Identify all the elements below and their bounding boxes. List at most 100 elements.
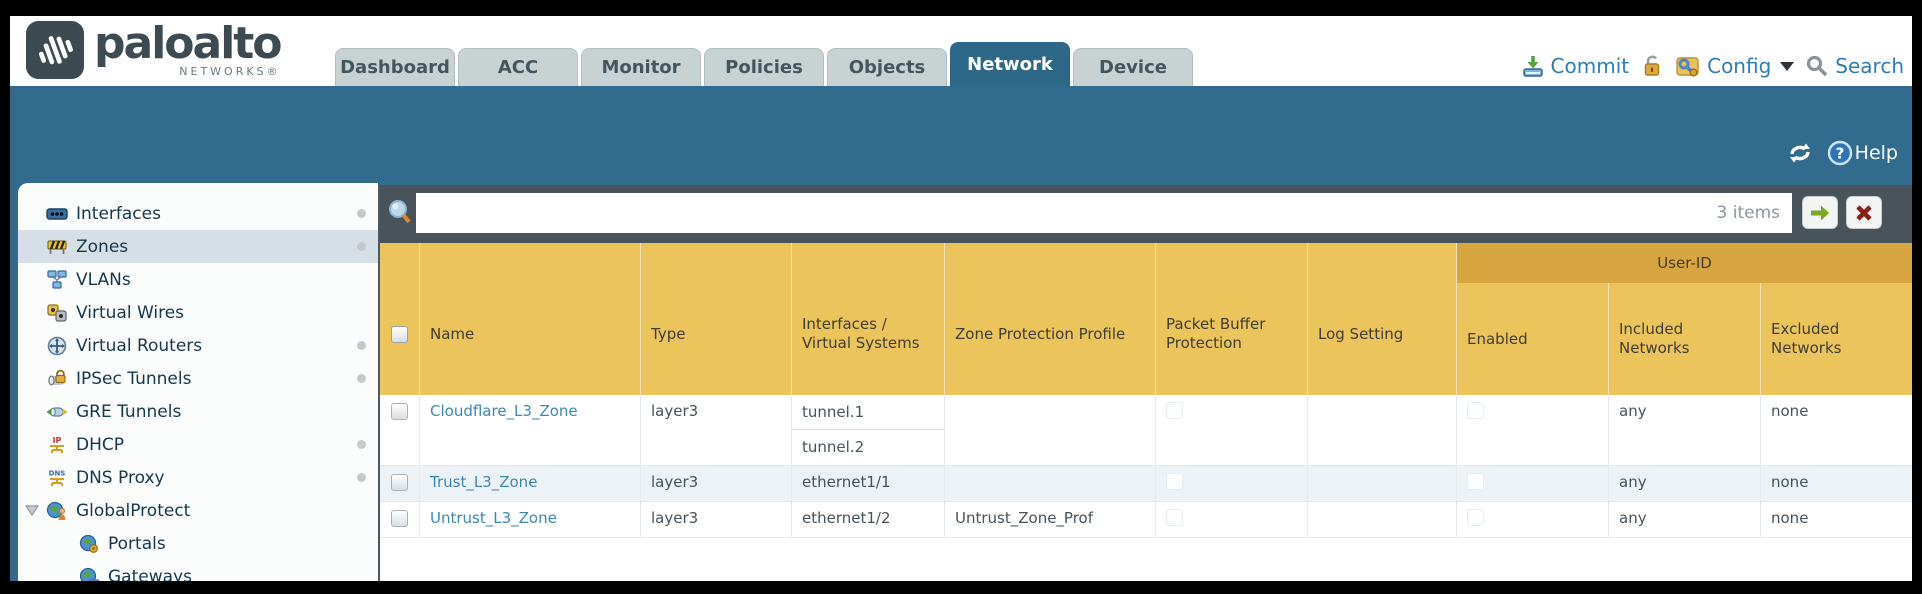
col-header-type[interactable]: Type	[641, 243, 792, 395]
zone-name-link[interactable]: Cloudflare_L3_Zone	[430, 402, 578, 420]
sidebar-item-globalprotect[interactable]: GlobalProtect	[18, 494, 378, 527]
col-header-packet-buffer-protection[interactable]: Packet Buffer Protection	[1156, 243, 1308, 395]
tab-objects[interactable]: Objects	[827, 48, 947, 86]
expander-triangle-icon[interactable]	[25, 505, 39, 517]
main-content: 3 items Name Type Interfaces / Virtu	[380, 185, 1912, 581]
col-header-interfaces[interactable]: Interfaces / Virtual Systems	[792, 243, 945, 395]
sidebar-item-label: Interfaces	[76, 203, 161, 224]
col-header-zone-protection-profile[interactable]: Zone Protection Profile	[945, 243, 1156, 395]
table-header: Name Type Interfaces / Virtual Systems Z…	[380, 243, 1912, 395]
tab-network[interactable]: Network	[950, 42, 1070, 86]
col-header-included-networks[interactable]: Included Networks	[1609, 283, 1761, 395]
row-checkbox[interactable]	[391, 403, 408, 420]
band-actions: ? Help	[1787, 140, 1898, 166]
tab-monitor[interactable]: Monitor	[581, 48, 701, 86]
tab-device[interactable]: Device	[1073, 48, 1193, 86]
user-id-enabled-checkbox[interactable]	[1467, 509, 1484, 526]
portals-icon	[79, 534, 98, 553]
brand-subtitle: NETWORKS®	[179, 65, 281, 78]
packet-buffer-checkbox[interactable]	[1166, 402, 1183, 419]
tab-acc[interactable]: ACC	[458, 48, 578, 86]
refresh-icon[interactable]	[1787, 141, 1813, 165]
tab-dashboard[interactable]: Dashboard	[335, 48, 455, 86]
zone-type: layer3	[641, 395, 792, 465]
log-setting	[1308, 395, 1457, 465]
zone-name-link[interactable]: Untrust_L3_Zone	[430, 509, 557, 527]
select-all-checkbox[interactable]	[391, 325, 408, 343]
sidebar-item-gre-tunnels[interactable]: GRE Tunnels	[18, 395, 378, 428]
zone-protection-profile	[945, 466, 1156, 501]
gre-tunnels-icon	[46, 406, 68, 417]
zone-type: layer3	[641, 466, 792, 501]
table-body: Cloudflare_L3_Zone layer3 tunnel.1 tunne…	[380, 395, 1912, 538]
lock-icon[interactable]	[1640, 54, 1664, 78]
status-dot	[357, 341, 366, 350]
sidebar-item-label: GlobalProtect	[76, 500, 191, 521]
sidebar-item-dns-proxy[interactable]: DNS DNS Proxy	[18, 461, 378, 494]
status-dot	[357, 440, 366, 449]
help-icon: ?	[1827, 140, 1852, 166]
gateways-icon	[79, 567, 100, 581]
header-checkbox-cell	[380, 243, 420, 395]
zone-name-link[interactable]: Trust_L3_Zone	[430, 473, 538, 491]
config-menu[interactable]: Config	[1675, 54, 1795, 78]
sidebar-item-ipsec-tunnels[interactable]: IPSec Tunnels	[18, 362, 378, 395]
top-header: paloalto NETWORKS® Dashboard ACC Monitor…	[10, 16, 1912, 86]
sidebar-item-virtual-wires[interactable]: Virtual Wires	[18, 296, 378, 329]
commit-button[interactable]: Commit	[1521, 54, 1629, 78]
status-dot	[357, 473, 366, 482]
sidebar-item-label: Virtual Routers	[76, 335, 203, 356]
col-header-excluded-networks[interactable]: Excluded Networks	[1771, 320, 1842, 357]
tab-policies[interactable]: Policies	[704, 48, 824, 86]
sidebar-item-label: DNS Proxy	[76, 467, 165, 488]
red-x-icon	[1856, 204, 1872, 221]
sidebar-item-label: GRE Tunnels	[76, 401, 182, 422]
sidebar-item-vlans[interactable]: VLANs	[18, 263, 378, 296]
help-button[interactable]: ? Help	[1827, 140, 1898, 166]
col-group-user-id: User-ID	[1457, 243, 1912, 283]
status-dot	[357, 209, 366, 218]
filter-search-icon[interactable]	[387, 198, 413, 228]
sidebar-item-virtual-routers[interactable]: Virtual Routers	[18, 329, 378, 362]
zone-interfaces: tunnel.1 tunnel.2	[792, 395, 945, 465]
clear-filter-button[interactable]	[1846, 196, 1882, 229]
row-checkbox[interactable]	[391, 474, 408, 491]
sidebar-item-dhcp[interactable]: IP DHCP	[18, 428, 378, 461]
sidebar-item-label: Gateways	[108, 566, 192, 582]
packet-buffer-checkbox[interactable]	[1166, 473, 1183, 490]
interface-entry: tunnel.1	[792, 395, 944, 430]
col-header-name[interactable]: Name	[420, 243, 641, 395]
search-button[interactable]: Search	[1805, 54, 1904, 78]
log-setting	[1308, 502, 1457, 537]
brand-text: paloalto NETWORKS®	[94, 21, 283, 79]
user-id-enabled-checkbox[interactable]	[1467, 402, 1484, 419]
header-utilities: Commit Config	[1521, 54, 1904, 78]
included-networks: any	[1609, 466, 1761, 501]
col-header-log-setting[interactable]: Log Setting	[1308, 243, 1457, 395]
chevron-down-icon	[1780, 61, 1795, 71]
search-label: Search	[1835, 54, 1904, 78]
virtual-routers-icon	[47, 336, 67, 355]
filter-bar: 3 items	[380, 185, 1912, 243]
table-row: Trust_L3_Zone layer3 ethernet1/1 any non…	[380, 466, 1912, 502]
col-header-enabled[interactable]: Enabled	[1457, 283, 1609, 395]
filter-input[interactable]: 3 items	[416, 193, 1792, 233]
sidebar-item-portals[interactable]: Portals	[18, 527, 378, 560]
dns-proxy-icon: DNS	[49, 469, 65, 486]
sidebar-item-gateways[interactable]: Gateways	[18, 560, 378, 581]
sidebar-nav: Interfaces Zones VLANs	[18, 183, 380, 581]
interface-entry: tunnel.2	[802, 438, 865, 456]
apply-filter-button[interactable]	[1802, 196, 1838, 229]
excluded-networks: none	[1771, 509, 1809, 527]
sidebar-item-label: DHCP	[76, 434, 124, 455]
excluded-networks: none	[1771, 402, 1809, 420]
table-row: Cloudflare_L3_Zone layer3 tunnel.1 tunne…	[380, 395, 1912, 466]
packet-buffer-checkbox[interactable]	[1166, 509, 1183, 526]
sidebar-item-label: VLANs	[76, 269, 131, 290]
included-networks: any	[1609, 502, 1761, 537]
row-checkbox[interactable]	[391, 510, 408, 527]
sidebar-item-zones[interactable]: Zones	[18, 230, 378, 263]
user-id-enabled-checkbox[interactable]	[1467, 473, 1484, 490]
sidebar-item-interfaces[interactable]: Interfaces	[18, 197, 378, 230]
svg-text:IP: IP	[53, 436, 62, 445]
